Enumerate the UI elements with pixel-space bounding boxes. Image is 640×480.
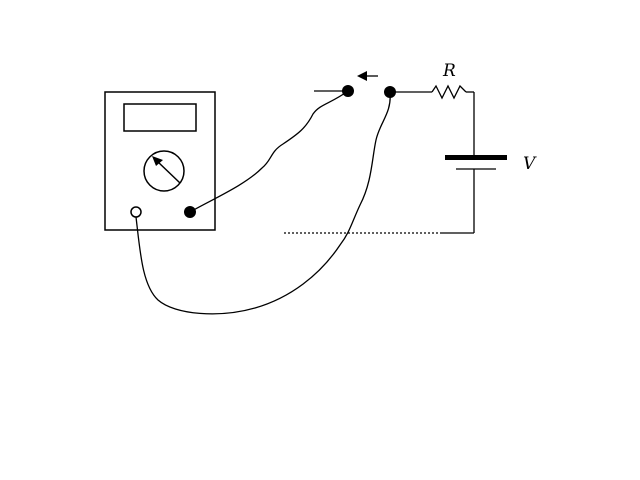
battery-long-plate	[445, 155, 507, 160]
voltage-label: V	[523, 154, 537, 174]
battery	[445, 155, 507, 170]
terminal-open	[130, 206, 142, 218]
probe-wire-common	[135, 91, 391, 315]
resistor	[431, 84, 467, 100]
arrow-left-icon	[357, 71, 367, 81]
probe-wire-positive	[189, 90, 349, 213]
multimeter	[104, 91, 216, 231]
meter-needle	[156, 160, 181, 184]
switch-contact-left	[342, 85, 354, 97]
meter-needle-arrowhead	[152, 156, 163, 166]
resistor-label: R	[442, 61, 456, 81]
switch	[314, 71, 396, 98]
multimeter-display	[123, 103, 197, 132]
meter-dial-icon	[143, 150, 185, 192]
